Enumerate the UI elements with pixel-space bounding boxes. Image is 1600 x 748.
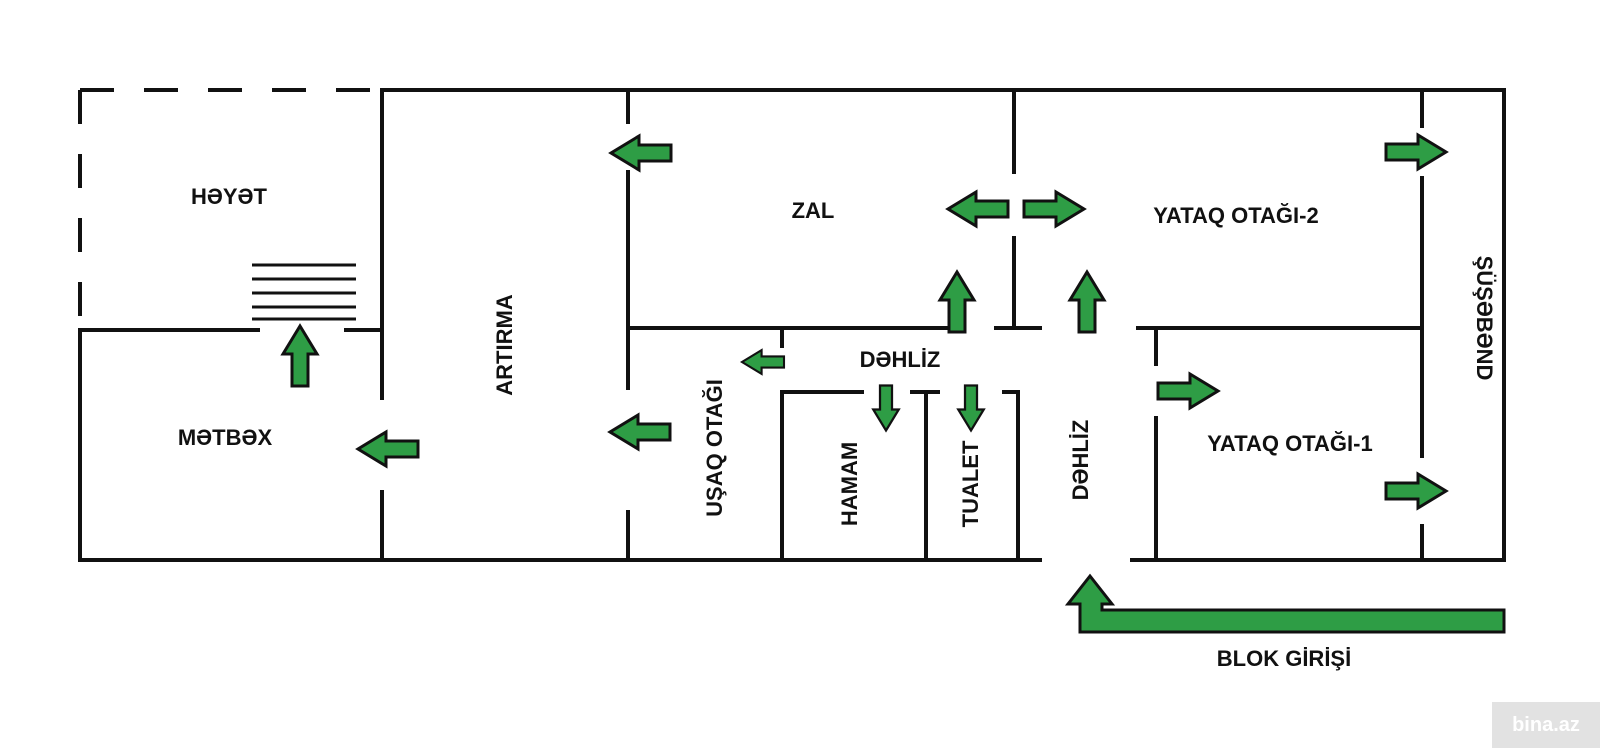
room-label-sussebend: ŞÜŞƏBƏND [1472,256,1497,381]
arrow-up-icon [281,324,319,388]
arrow-right-icon [1022,190,1086,228]
arrow-left-icon [356,430,420,468]
entrance-label: BLOK GİRİŞİ [1217,646,1351,671]
room-label-hamam: HAMAM [837,442,862,526]
room-label-yataq1: YATAQ OTAĞI-1 [1207,431,1372,456]
room-label-artirma: ARTIRMA [492,294,517,396]
room-label-tualet: TUALET [958,440,983,527]
arrow-down-icon [957,384,985,432]
arrow-up-icon [1068,270,1106,334]
arrow-right-icon [1384,472,1448,510]
watermark-logo: bina.az [1492,702,1600,748]
arrow-right-icon [1156,372,1220,410]
arrow-left-icon [740,349,786,375]
room-labels: HƏYƏT MƏTBƏX ZAL YATAQ OTAĞI-2 YATAQ OTA… [178,184,1497,671]
room-label-metbex: MƏTBƏX [178,425,273,450]
room-label-zal: ZAL [792,198,835,223]
arrow-left-icon [946,190,1010,228]
room-label-dehliz-top: DƏHLİZ [860,347,941,372]
room-label-yataq2: YATAQ OTAĞI-2 [1153,203,1318,228]
arrow-down-icon [872,384,900,432]
room-label-dehliz-vertical: DƏHLİZ [1068,420,1093,501]
entrance-arrow-icon [1064,573,1506,634]
room-label-heyet: HƏYƏT [191,184,268,209]
arrow-up-icon [938,270,976,334]
room-label-usaq: UŞAQ OTAĞI [702,379,727,517]
flow-arrows [281,133,1506,634]
walls [78,88,1506,562]
arrow-right-icon [1384,133,1448,171]
arrow-left-icon [609,134,673,172]
arrow-left-icon [608,413,672,451]
